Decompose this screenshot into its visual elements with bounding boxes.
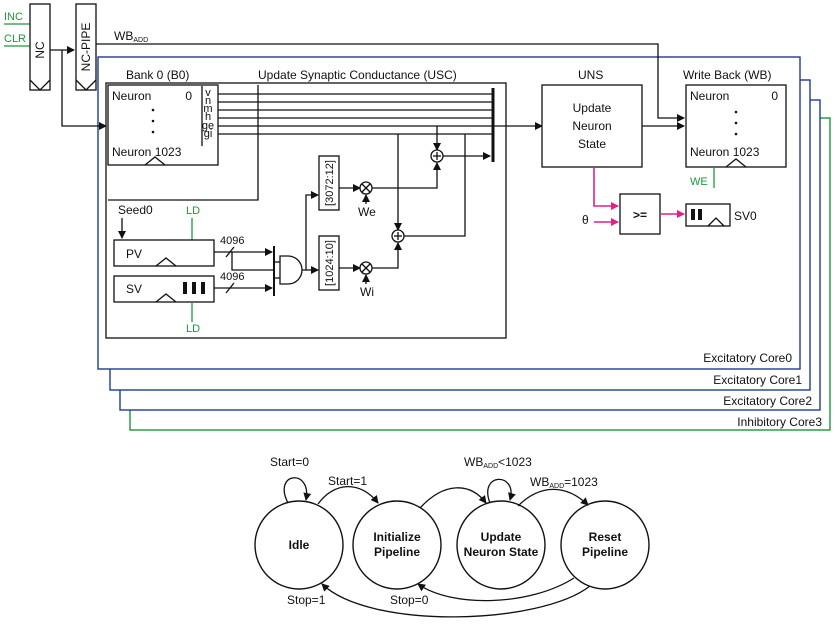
fsm-diagram: Idle Initialize Pipeline Update Neuron S… <box>254 455 650 618</box>
state-reset <box>560 500 650 590</box>
uns-title: UNS <box>578 68 603 82</box>
write-back-block: Neuron 0 Neuron 1023 <box>685 84 787 168</box>
wi-label: Wi <box>360 285 374 299</box>
svg-text:PV: PV <box>126 247 142 261</box>
nc-pipe-register: NC-PIPE <box>75 3 97 91</box>
we-label: We <box>358 205 376 219</box>
svg-text:Neuron: Neuron <box>690 89 729 103</box>
upper-adder <box>430 149 444 163</box>
svg-text:m: m <box>203 103 212 115</box>
usc-title: Update Synaptic Conductance (USC) <box>258 68 457 82</box>
svg-text:Neuron 1023: Neuron 1023 <box>112 145 182 159</box>
svg-text:SV0: SV0 <box>734 209 757 223</box>
theta-label: θ <box>582 213 589 227</box>
svg-text:ge: ge <box>202 120 214 132</box>
state-bus <box>218 88 495 162</box>
core2-label: Excitatory Core2 <box>723 394 812 408</box>
multiplier-wi <box>359 261 373 275</box>
svg-text:n: n <box>205 95 211 107</box>
svg-text:Neuron: Neuron <box>572 119 611 133</box>
ld-bottom-label: LD <box>186 323 200 335</box>
svg-text:Start=1: Start=1 <box>328 474 367 488</box>
lower-adder <box>391 229 405 243</box>
seed-label: Seed0 <box>118 203 153 217</box>
core1-label: Excitatory Core1 <box>713 373 802 387</box>
inc-label: INC <box>4 11 23 23</box>
wb-add-label: WBADD <box>114 29 148 44</box>
svg-text:Neuron: Neuron <box>112 89 151 103</box>
bank0-title: Bank 0 (B0) <box>126 68 189 82</box>
svg-text:Neuron State: Neuron State <box>464 545 539 559</box>
svg-text:SV: SV <box>126 282 142 296</box>
svg-text:gi: gi <box>204 128 213 140</box>
pv-width: 4096 <box>220 235 244 247</box>
svg-text:Pipeline: Pipeline <box>582 545 628 559</box>
svg-text:[3072:12]: [3072:12] <box>324 160 336 206</box>
sv-width: 4096 <box>220 271 244 283</box>
svg-text:NC-PIPE: NC-PIPE <box>79 23 93 72</box>
and-gate <box>273 246 303 296</box>
svg-text:State: State <box>578 137 606 151</box>
nc-register: NC <box>29 3 51 91</box>
svg-text:h: h <box>205 111 211 123</box>
core3-label: Inhibitory Core3 <box>737 415 822 429</box>
sv0-register: SV0 <box>685 203 757 227</box>
core0-label: Excitatory Core0 <box>703 351 792 365</box>
svg-text:Idle: Idle <box>289 538 310 552</box>
svg-text:Pipeline: Pipeline <box>374 545 420 559</box>
pv-register: PV <box>113 239 215 267</box>
ld-top-label: LD <box>186 205 200 217</box>
svg-text:Start=0: Start=0 <box>270 455 309 469</box>
bank0-block: Neuron 0 Neuron 1023 v n m h ge gi <box>107 84 219 166</box>
we-signal-label: WE <box>690 176 708 188</box>
svg-text:Update: Update <box>481 530 522 544</box>
svg-text:Stop=0: Stop=0 <box>390 593 429 607</box>
svg-text:Stop=1: Stop=1 <box>287 593 326 607</box>
usc-frame <box>105 82 507 339</box>
svg-text:NC: NC <box>33 41 47 59</box>
state-update <box>456 500 546 590</box>
slice-lower: [1024:10] <box>318 235 340 291</box>
svg-text:[1024:10]: [1024:10] <box>324 240 336 286</box>
wb-title: Write Back (WB) <box>683 68 771 82</box>
svg-text:>=: >= <box>633 208 647 222</box>
svg-text:WBADD=1023: WBADD=1023 <box>530 475 598 490</box>
svg-text:Update: Update <box>573 101 612 115</box>
sv-register: SV <box>113 275 215 303</box>
slice-upper: [3072:12] <box>318 155 340 211</box>
svg-text:0: 0 <box>185 89 192 103</box>
comparator-block: >= <box>619 193 661 235</box>
uns-block: Update Neuron State <box>541 84 643 168</box>
svg-text:0: 0 <box>771 89 778 103</box>
svg-text:Neuron 1023: Neuron 1023 <box>690 145 760 159</box>
state-idle <box>254 500 344 590</box>
svg-text:v: v <box>205 87 211 99</box>
clr-label: CLR <box>4 33 26 45</box>
svg-text:Reset: Reset <box>589 530 622 544</box>
svg-text:WBADD<1023: WBADD<1023 <box>464 455 532 470</box>
state-initialize <box>352 500 442 590</box>
svg-text:Initialize: Initialize <box>373 530 421 544</box>
multiplier-we <box>359 181 373 195</box>
